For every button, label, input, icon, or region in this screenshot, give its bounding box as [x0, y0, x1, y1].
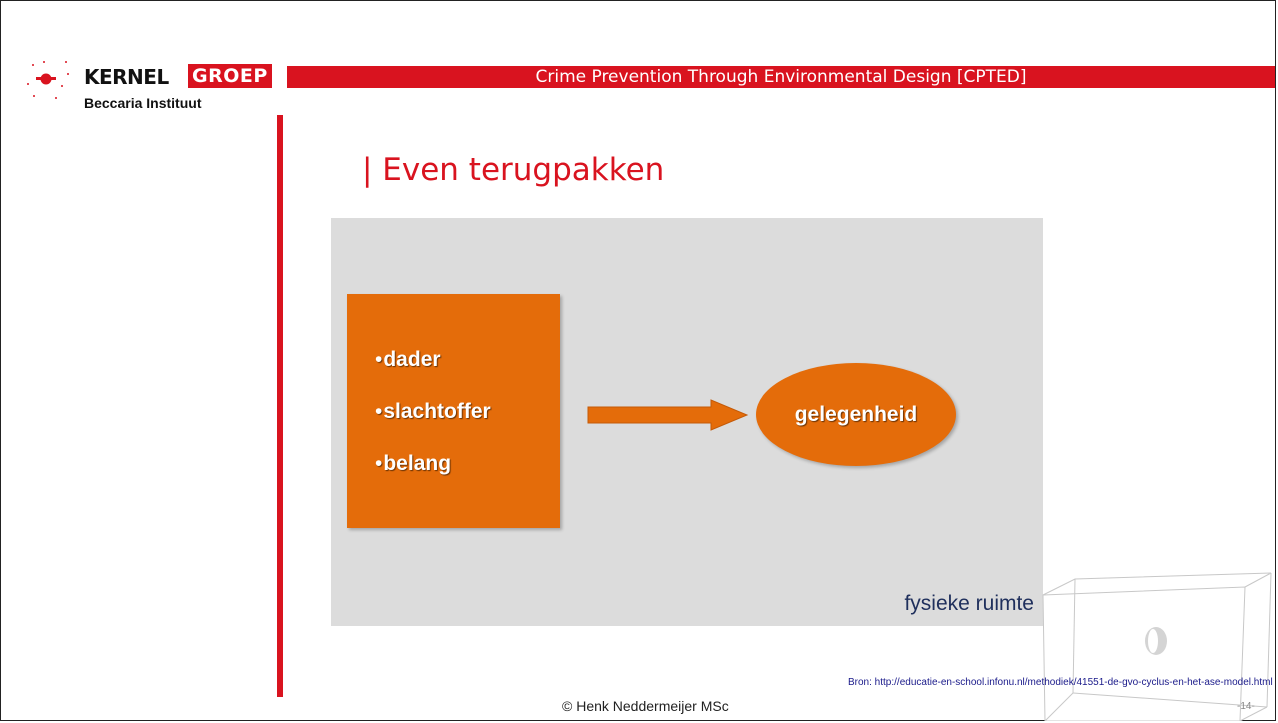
bullet: • — [375, 452, 383, 475]
opportunity-ellipse: gelegenheid — [756, 363, 956, 466]
list-item: •dader — [375, 346, 491, 398]
source-citation: Bron: http://educatie-en-school.infonu.n… — [848, 677, 1273, 688]
bullet: • — [375, 348, 383, 371]
arrow-right-icon — [587, 399, 749, 431]
list-item-text: belang — [383, 452, 452, 475]
list-item: •slachtoffer — [375, 398, 491, 450]
list-item-text: dader — [383, 348, 441, 371]
factors-box: •dader •slachtoffer •belang — [347, 294, 560, 528]
copyright-text: © Henk Neddermeijer MSc — [562, 698, 729, 714]
left-red-rule — [277, 115, 283, 697]
header-bar: Crime Prevention Through Environmental D… — [287, 66, 1275, 88]
logo-subtitle: Beccaria Instituut — [84, 95, 202, 111]
cube-illustration-icon — [1042, 572, 1272, 721]
list-item: •belang — [375, 450, 491, 502]
opportunity-label: gelegenheid — [794, 403, 918, 426]
factors-list: •dader •slachtoffer •belang — [375, 346, 491, 502]
logo-kernel-text: KERNEL — [84, 65, 169, 89]
list-item-text: slachtoffer — [383, 400, 491, 423]
page-number: -14- — [1237, 701, 1255, 712]
logo-dots-icon — [27, 61, 69, 99]
diagram-panel: •dader •slachtoffer •belang gelegenheid … — [331, 218, 1043, 626]
logo-groep-text: GROEP — [188, 64, 272, 88]
bullet: • — [375, 400, 383, 423]
header-title: Crime Prevention Through Environmental D… — [535, 67, 1027, 87]
kernel-groep-logo: KERNEL GROEP Beccaria Instituut — [22, 58, 282, 118]
physical-space-label: fysieke ruimte — [904, 592, 1034, 615]
slide-title: | Even terugpakken — [362, 152, 665, 188]
